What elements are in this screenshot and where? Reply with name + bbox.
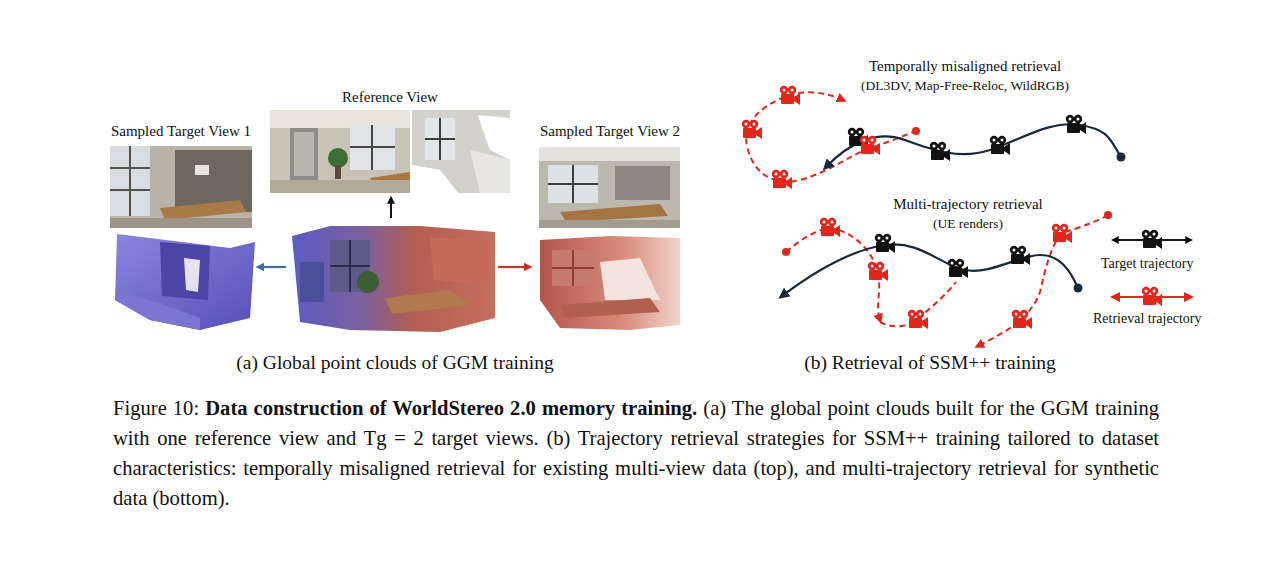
panel-label: (DL3DV, Map-Free-Reloc, WildRGB) <box>795 78 1135 94</box>
point-cloud-1 <box>115 234 255 330</box>
view-heading: Sampled Target View 1 <box>108 122 254 140</box>
reference-photo <box>270 110 410 193</box>
legend-label: Target trajectory <box>1101 256 1193 272</box>
view-image-box: Reference View <box>268 88 512 194</box>
flow-arrows <box>259 199 529 267</box>
panel-label: (b) Retrieval of SSM++ training <box>720 352 1140 374</box>
target-photo-2 <box>539 147 680 228</box>
point-cloud-center <box>292 226 495 332</box>
target-photo-1 <box>110 146 252 228</box>
view-heading: Reference View <box>268 88 512 106</box>
panel-label: Multi-trajectory retrieval <box>828 196 1108 213</box>
bottom-trajectories <box>782 211 1112 346</box>
panel-label: (a) Global point clouds of GGM training <box>175 352 615 374</box>
point-cloud-2 <box>540 236 680 330</box>
panel-label: Temporally misaligned retrieval <box>805 58 1125 75</box>
top-trajectories <box>742 86 1126 189</box>
panel-label: (UE renders) <box>868 216 1068 232</box>
view-image-box: Sampled Target View 2 <box>537 122 683 229</box>
figure-caption: Figure 10: Data construction of WorldSte… <box>113 393 1159 513</box>
view-image-box: Sampled Target View 1 <box>108 122 254 229</box>
view-heading: Sampled Target View 2 <box>537 122 683 140</box>
reference-warp-photo <box>412 110 510 193</box>
legend-label: Retrieval trajectory <box>1093 311 1201 327</box>
